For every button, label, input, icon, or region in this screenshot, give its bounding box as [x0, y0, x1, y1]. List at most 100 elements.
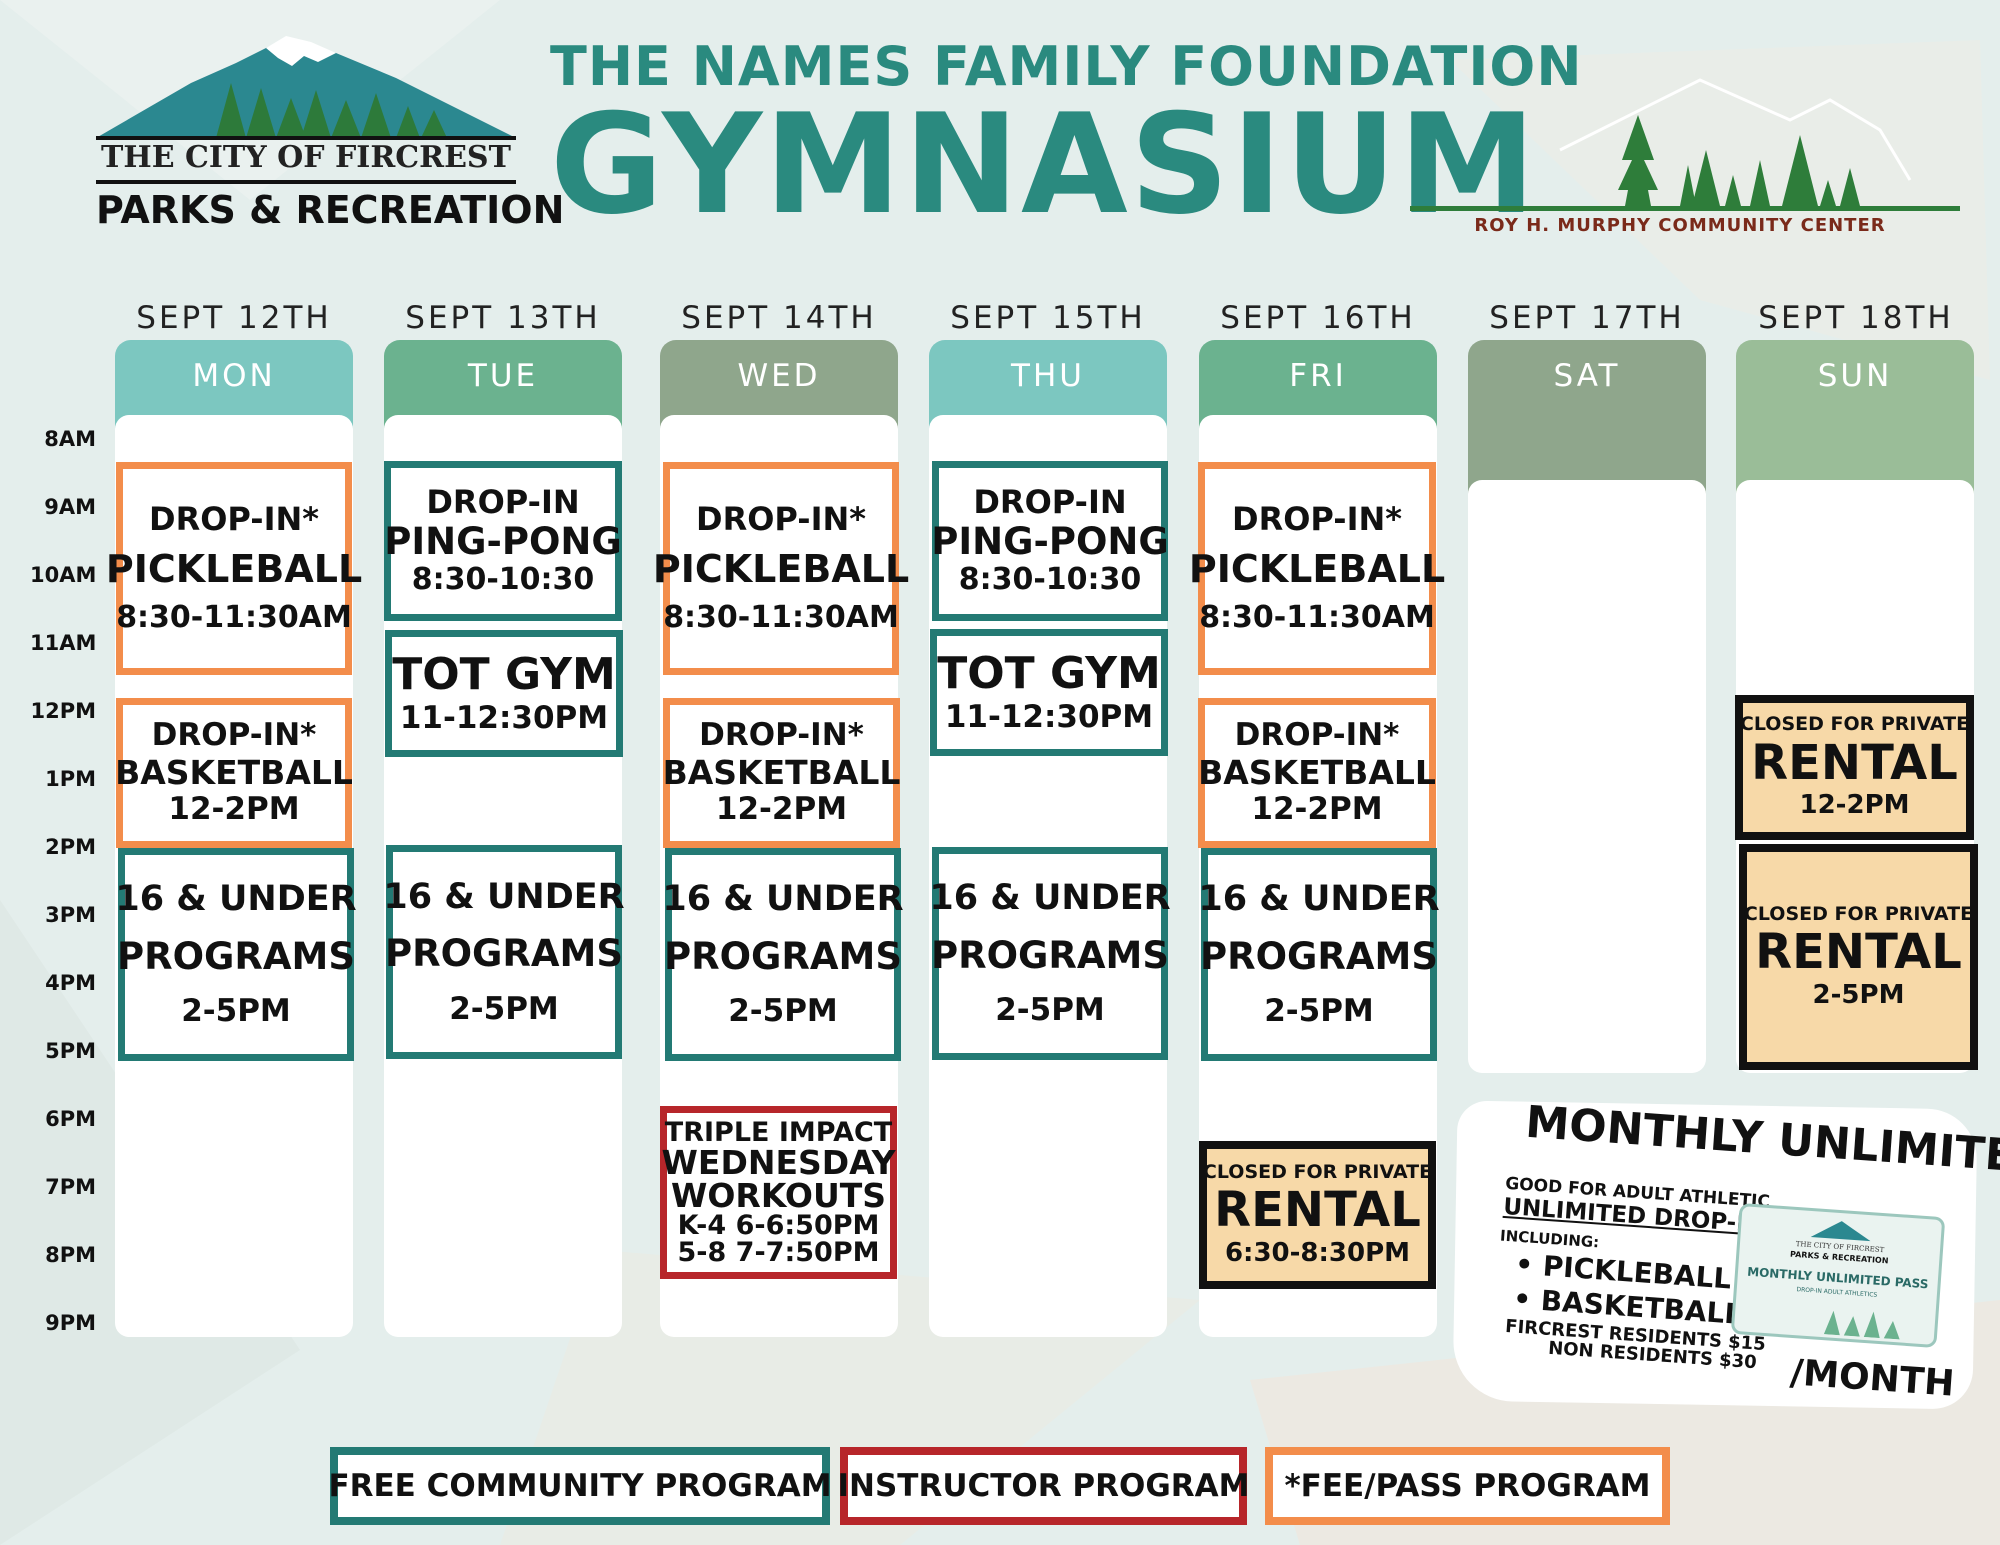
pass-card-mountain-icon	[1810, 1221, 1871, 1242]
event-line: 12-2PM	[168, 790, 300, 827]
day-label-tue: TUE	[467, 358, 539, 394]
community-center-name: ROY H. MURPHY COMMUNITY CENTER	[1474, 215, 1886, 236]
event-line: DROP-IN	[426, 483, 580, 522]
legend-fee-pass: *FEE/PASS PROGRAM	[1265, 1447, 1670, 1525]
event-line: PICKLEBALL	[105, 546, 363, 591]
event-line: RENTAL	[1214, 1182, 1421, 1239]
event-line: BASKETBALL	[115, 753, 353, 793]
event-tue-totgym[interactable]: TOT GYM 11-12:30PM	[385, 630, 623, 757]
time-label: 5PM	[45, 1039, 96, 1063]
event-thu-programs[interactable]: 16 & UNDER PROGRAMS 2-5PM	[929, 847, 1171, 1060]
event-wed-triple-impact[interactable]: TRIPLE IMPACT WEDNESDAY WORKOUTS K-4 6-6…	[660, 1106, 897, 1279]
day-column-sat	[1468, 480, 1706, 1073]
event-line: 2-5PM	[181, 993, 291, 1030]
event-fri-rental[interactable]: CLOSED FOR PRIVATE RENTAL 6:30-8:30PM	[1199, 1141, 1436, 1289]
event-wed-programs[interactable]: 16 & UNDER PROGRAMS 2-5PM	[662, 848, 904, 1061]
event-line: 11-12:30PM	[944, 698, 1154, 735]
event-line: DROP-IN*	[1232, 500, 1402, 538]
event-line: 12-2PM	[1799, 790, 1910, 821]
event-line: PROGRAMS	[384, 932, 624, 976]
day-label-thu: THU	[1011, 358, 1085, 394]
event-line: 5-8 7-7:50PM	[677, 1237, 880, 1268]
event-line: K-4 6-6:50PM	[677, 1210, 880, 1241]
event-line: RENTAL	[1755, 924, 1962, 981]
event-line: PICKLEBALL	[652, 546, 910, 591]
event-line: 2-5PM	[449, 990, 559, 1027]
event-fri-programs[interactable]: 16 & UNDER PROGRAMS 2-5PM	[1198, 848, 1440, 1061]
event-fri-basketball[interactable]: DROP-IN* BASKETBALL 12-2PM	[1198, 698, 1436, 848]
date-wed: SEPT 14TH	[681, 300, 877, 336]
event-line: DROP-IN*	[699, 717, 864, 754]
event-line: PROGRAMS	[930, 933, 1170, 977]
event-line: 8:30-10:30	[958, 562, 1142, 598]
date-sun: SEPT 18TH	[1758, 300, 1954, 336]
event-line: 16 & UNDER	[383, 876, 625, 917]
event-line: BASKETBALL	[1198, 753, 1436, 793]
event-line: 12-2PM	[715, 790, 848, 827]
time-label: 7PM	[45, 1175, 96, 1199]
event-line: PING-PONG	[384, 519, 622, 563]
time-label: 8AM	[44, 427, 96, 451]
event-line: DROP-IN*	[1234, 717, 1400, 754]
event-line: DROP-IN	[973, 483, 1127, 522]
event-mon-programs[interactable]: 16 & UNDER PROGRAMS 2-5PM	[115, 848, 357, 1061]
logo-divider	[96, 180, 516, 184]
event-line: PROGRAMS	[116, 934, 356, 978]
event-fri-pickleball[interactable]: DROP-IN* PICKLEBALL 8:30-11:30AM	[1189, 462, 1445, 675]
event-sun-rental-1[interactable]: CLOSED FOR PRIVATE RENTAL 12-2PM	[1735, 695, 1974, 840]
event-wed-basketball[interactable]: DROP-IN* BASKETBALL 12-2PM	[663, 698, 900, 848]
event-line: PICKLEBALL	[1188, 546, 1446, 591]
time-label: 9PM	[45, 1311, 96, 1335]
event-line: CLOSED FOR PRIVATE	[1202, 1160, 1433, 1183]
date-tue: SEPT 13TH	[405, 300, 601, 336]
time-label: 9AM	[44, 495, 96, 519]
event-thu-pingpong[interactable]: DROP-IN PING-PONG 8:30-10:30	[931, 461, 1169, 621]
event-line: TOT GYM	[937, 648, 1161, 700]
event-tue-pingpong[interactable]: DROP-IN PING-PONG 8:30-10:30	[384, 461, 622, 621]
event-line: PING-PONG	[931, 519, 1169, 563]
time-label: 12PM	[30, 699, 96, 723]
event-line: 2-5PM	[1264, 993, 1374, 1030]
time-label: 11AM	[30, 631, 97, 655]
event-line: 12-2PM	[1251, 790, 1383, 827]
day-label-wed: WED	[737, 358, 821, 394]
event-line: 8:30-11:30AM	[663, 600, 899, 636]
time-label: 4PM	[45, 971, 96, 995]
day-label-sun: SUN	[1817, 358, 1893, 394]
legend-instructor: INSTRUCTOR PROGRAM	[838, 1447, 1250, 1525]
event-thu-totgym[interactable]: TOT GYM 11-12:30PM	[930, 629, 1168, 756]
pass-card-trees-icon	[1823, 1310, 1900, 1340]
date-fri: SEPT 16TH	[1220, 300, 1416, 336]
fircrest-mountain-logo	[96, 36, 516, 140]
event-sun-rental-2[interactable]: CLOSED FOR PRIVATE RENTAL 2-5PM	[1739, 844, 1978, 1070]
event-line: WEDNESDAY	[661, 1143, 896, 1182]
event-line: TOT GYM	[392, 649, 616, 701]
event-line: WORKOUTS	[670, 1176, 887, 1215]
time-label: 1PM	[45, 767, 96, 791]
event-line: CLOSED FOR PRIVATE	[1743, 902, 1974, 925]
time-label: 6PM	[45, 1107, 96, 1131]
legend-free-community: FREE COMMUNITY PROGRAM	[328, 1447, 832, 1525]
logo-parks-recreation: PARKS & RECREATION	[96, 188, 565, 232]
event-line: 8:30-10:30	[411, 562, 595, 598]
event-line: PROGRAMS	[663, 934, 903, 978]
logo-city-name: THE CITY OF FIRCREST	[101, 140, 511, 175]
event-line: 2-5PM	[1812, 979, 1905, 1010]
event-mon-basketball[interactable]: DROP-IN* BASKETBALL 12-2PM	[115, 698, 353, 848]
monthly-pass-card: THE CITY OF FIRCREST PARKS & RECREATION …	[1730, 1202, 1946, 1349]
event-line: DROP-IN*	[149, 500, 319, 538]
event-line: 8:30-11:30AM	[116, 600, 352, 636]
event-line: BASKETBALL	[662, 753, 901, 793]
event-mon-pickleball[interactable]: DROP-IN* PICKLEBALL 8:30-11:30AM	[106, 462, 362, 675]
day-label-fri: FRI	[1289, 358, 1347, 394]
event-line: 8:30-11:30AM	[1199, 600, 1435, 636]
event-line: CLOSED FOR PRIVATE	[1739, 713, 1970, 736]
event-line: 16 & UNDER	[115, 879, 357, 920]
event-tue-programs[interactable]: 16 & UNDER PROGRAMS 2-5PM	[383, 845, 625, 1059]
date-sat: SEPT 17TH	[1489, 300, 1685, 336]
event-line: 6:30-8:30PM	[1224, 1237, 1411, 1268]
day-label-sat: SAT	[1553, 358, 1621, 394]
event-line: 16 & UNDER	[662, 879, 904, 920]
event-wed-pickleball[interactable]: DROP-IN* PICKLEBALL 8:30-11:30AM	[653, 462, 909, 675]
page-title: GYMNASIUM	[550, 84, 1538, 245]
